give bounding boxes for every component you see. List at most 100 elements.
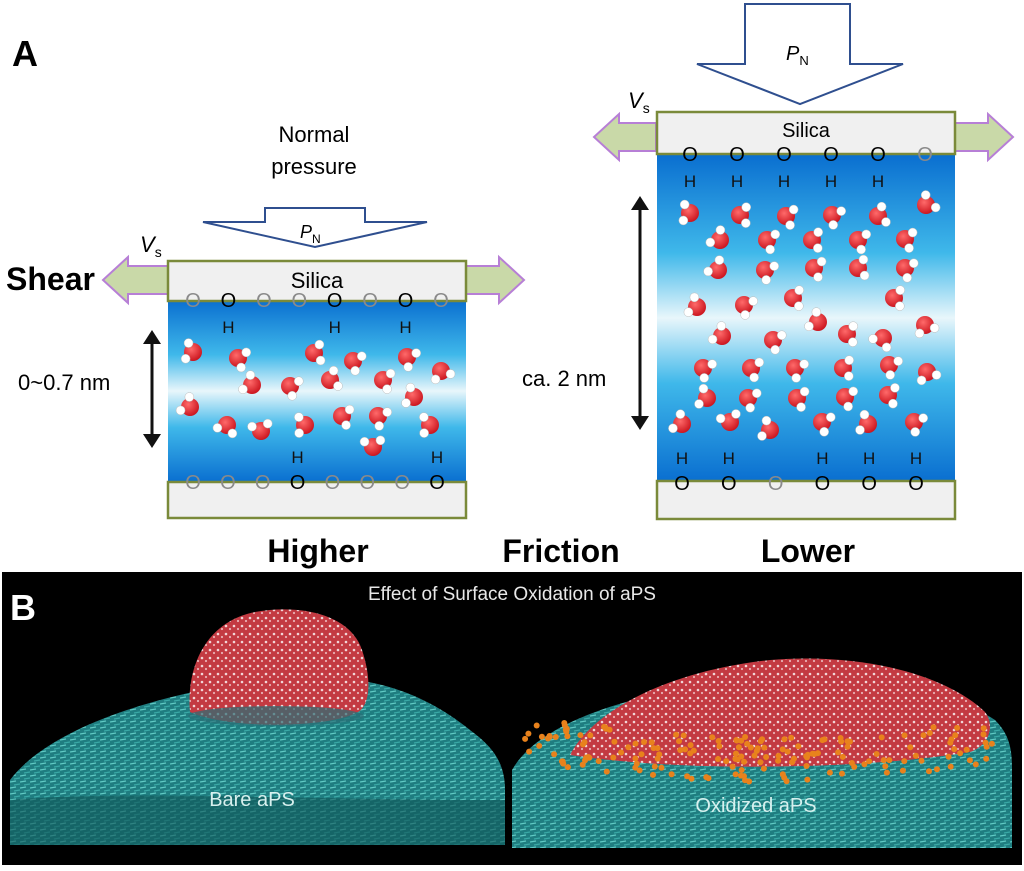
normal-pressure-line1: Normal [279,122,350,147]
water-molecule [786,359,809,383]
water-molecule [823,206,846,230]
oxidation-site [784,748,791,755]
oxidation-site [951,746,958,753]
surface-oxygen: O [870,144,886,166]
oxidation-site [654,745,661,752]
oxidation-site [746,778,753,785]
droplet-bare-shadow [188,706,364,726]
oxidation-site [930,724,937,731]
oxidation-site [738,772,744,779]
water-molecule [321,365,343,391]
hydrogen-label: H [684,172,696,191]
oxidation-site [901,732,908,739]
shear-arrow-right-out [465,254,526,306]
oxidation-site [650,771,656,778]
oxidation-site [775,757,782,764]
pressure-arrow-left: PN [202,207,428,249]
water-molecule [805,256,827,282]
oxidation-site [751,752,758,759]
hydrogen-label: H [431,448,443,467]
oxidation-site [901,758,908,765]
water-molecule [905,413,928,437]
oxidation-site [804,776,811,783]
surface-oxygen: O [674,473,690,495]
caption-lower: Lower [761,533,855,569]
oxidation-site [804,754,810,761]
water-molecule [735,296,758,320]
oxidation-site [638,751,645,758]
water-molecule [916,363,942,386]
oxidation-site [775,752,782,759]
water-molecule [359,435,386,456]
oxidation-site [886,757,893,764]
surface-oxygen: O [721,473,737,495]
oxidation-site [618,749,625,756]
water-molecule [879,383,900,409]
oxidation-site [788,734,795,741]
surface-oxygen: O [861,473,877,495]
oxidation-site [564,733,571,740]
oxidation-site [533,722,540,729]
oxidation-site [688,775,695,782]
water-molecule [803,227,823,253]
water-molecule [739,388,762,413]
oxidation-site [926,768,932,775]
water-molecule [885,285,905,311]
oxidation-site [732,755,739,762]
oxidation-site [783,778,790,785]
surface-oxygen: O [360,472,376,494]
panel-a-label: A [12,33,38,74]
hydrogen-label: H [825,172,837,191]
water-molecule [707,321,731,345]
oxidation-site [668,771,675,778]
hydrogen-label: H [872,172,884,191]
oxidation-site [738,753,745,760]
water-molecule [834,355,854,381]
oxidation-site [654,755,661,762]
oxidation-site [603,768,610,775]
surface-oxygen: O [908,473,924,495]
hydrogen-label: H [910,449,922,468]
water-molecule [813,412,836,437]
oxidation-site [838,738,845,745]
shear-arrow-left-out [101,254,169,306]
water-molecule [369,407,392,431]
oxidation-site [866,758,873,765]
surface-oxygen: O [398,290,414,312]
oxidation-site [873,751,880,757]
water-layer-right [657,155,955,481]
oxidation-site [732,771,739,778]
oxidation-site [983,743,990,750]
water-molecule [694,359,717,383]
water-molecule [804,307,827,332]
hydrogen-label: H [863,449,875,468]
hydrogen-label: H [329,318,341,337]
caption-friction: Friction [502,533,619,569]
surface-oxygen: O [768,473,784,495]
water-molecule [838,321,858,347]
hydrogen-label: H [676,449,688,468]
surface-oxygen: O [682,144,698,166]
surface-oxygen: O [815,473,831,495]
silica-bottom-right [655,479,957,521]
oxidation-site [966,757,973,764]
oxidation-site [846,738,853,745]
oxidation-site [819,737,826,744]
oxidation-site [880,757,887,764]
water-droplet-oxidized [570,658,990,767]
oxidation-site [587,732,594,739]
oxidation-site [803,763,810,769]
pressure-arrow-right: PN [696,3,904,106]
oxidation-site [899,767,906,774]
oxidation-site [632,755,639,762]
oxidation-site [563,725,570,732]
silica-label-left: Silica [291,268,344,293]
surface-oxygen: O [290,472,306,494]
water-molecule [180,338,202,364]
oxidation-site [648,739,655,746]
oxidation-site [779,746,786,753]
panel-b: B Effect of Surface Oxidation of aPS Bar… [2,572,1022,865]
